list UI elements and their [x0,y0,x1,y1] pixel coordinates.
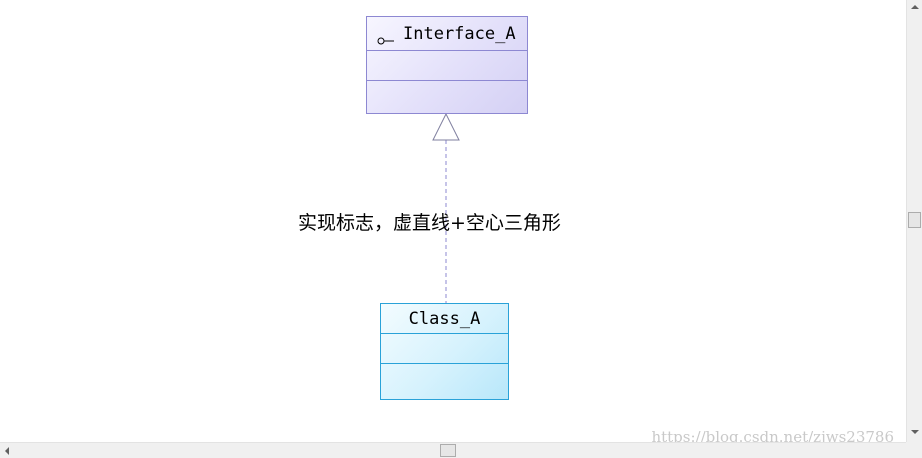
interface-title-compartment: Interface_A [367,17,527,51]
interface-name: Interface_A [403,23,516,44]
class-name: Class_A [408,308,481,329]
scroll-up-arrow-icon[interactable] [911,5,919,9]
lollipop-interface-icon [377,31,395,44]
scroll-down-arrow-icon[interactable] [911,430,919,434]
class-attributes-compartment [381,334,508,364]
interface-operations-compartment [367,81,527,113]
class-operations-compartment [381,364,508,399]
horizontal-scroll-thumb[interactable] [440,444,456,457]
vertical-scrollbar[interactable] [906,0,922,442]
interface-attributes-compartment [367,51,527,81]
hollow-triangle-arrowhead [432,112,460,141]
horizontal-scrollbar[interactable] [0,442,906,458]
watermark: https://blog.csdn.net/zjws23786 [651,428,894,446]
relation-label: 实现标志，虚直线+空心三角形 [298,212,561,234]
class-box[interactable]: Class_A [380,303,509,400]
scroll-left-arrow-icon[interactable] [5,447,9,455]
diagram-canvas: Interface_A 实现标志，虚直线+空心三角形 Class_A https… [298,16,894,446]
vertical-scroll-thumb[interactable] [908,212,921,228]
interface-box[interactable]: Interface_A [366,16,528,114]
class-title-compartment: Class_A [381,304,508,334]
connector-layer [432,112,460,303]
scrollbar-corner [906,442,922,458]
